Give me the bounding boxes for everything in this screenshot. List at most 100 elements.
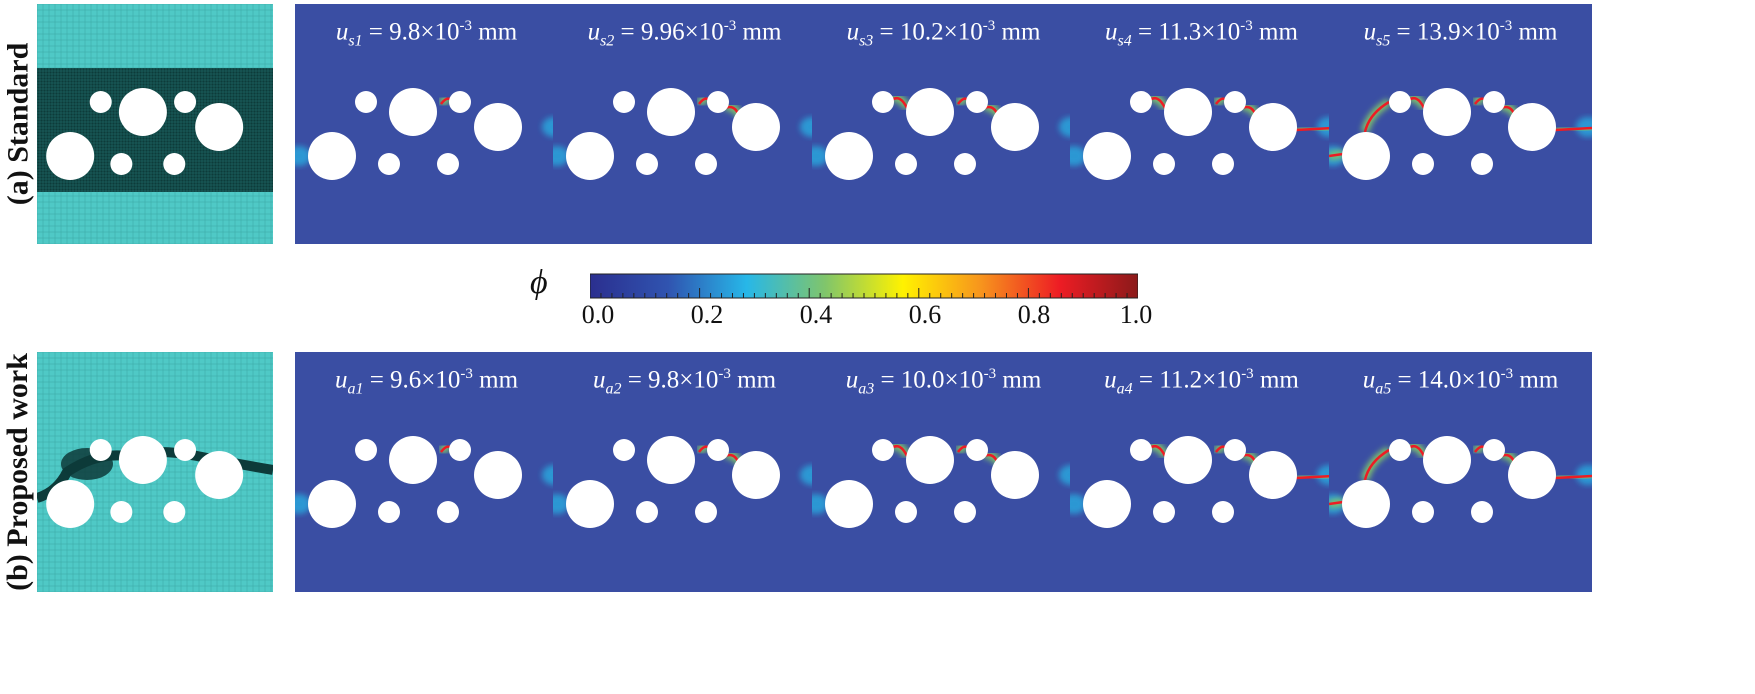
small-hole-bottom-left (378, 153, 400, 175)
small-hole-top-left (355, 91, 377, 113)
large-hole-center (1423, 88, 1471, 136)
large-hole-right (1508, 451, 1556, 499)
large-hole-left (46, 480, 95, 528)
large-hole-center (1423, 436, 1471, 484)
large-hole-right (195, 103, 244, 151)
small-hole-top-right (707, 91, 729, 113)
large-hole-left (566, 132, 614, 180)
small-hole-bottom-right (695, 153, 717, 175)
small-hole-bottom-right (1212, 153, 1234, 175)
colorbar-ticks (589, 288, 1139, 298)
small-hole-bottom-right (437, 153, 459, 175)
large-hole-left (566, 480, 614, 528)
small-hole-top-left (872, 91, 894, 113)
large-hole-center (389, 436, 437, 484)
colorbar-tick-0: 0.0 (581, 300, 615, 329)
displacement-label: ua5 = 14.0×10-3 mm (1362, 366, 1559, 398)
small-hole-top-left (1389, 91, 1411, 113)
small-hole-bottom-right (695, 501, 717, 523)
crack-path (1295, 474, 1333, 480)
large-hole-left (1342, 480, 1390, 528)
displacement-label: us5 = 13.9×10-3 mm (1363, 18, 1558, 50)
field-panel-standard-2: us2 = 9.96×10-3 mm (553, 4, 816, 244)
displacement-label: us3 = 10.2×10-3 mm (846, 18, 1041, 50)
small-hole-bottom-right (163, 501, 186, 523)
small-hole-bottom-left (1412, 153, 1434, 175)
small-hole-top-left (613, 439, 635, 461)
large-hole-right (195, 451, 244, 499)
small-hole-bottom-right (1471, 501, 1493, 523)
small-hole-top-right (1483, 439, 1505, 461)
colorbar-tick-1: 0.2 (690, 300, 724, 329)
displacement-label: ua1 = 9.6×10-3 mm (334, 366, 519, 398)
small-hole-bottom-right (1471, 153, 1493, 175)
small-hole-top-right (966, 91, 988, 113)
small-hole-top-right (1224, 91, 1246, 113)
large-hole-center (118, 436, 167, 484)
small-hole-top-left (89, 91, 112, 113)
small-hole-top-left (1130, 439, 1152, 461)
large-hole-left (46, 132, 95, 180)
edge-damage-left (1070, 494, 1086, 514)
displacement-label: us2 = 9.96×10-3 mm (587, 18, 782, 50)
colorbar (589, 272, 1139, 307)
small-hole-top-right (449, 91, 471, 113)
displacement-label: us1 = 9.8×10-3 mm (335, 18, 518, 50)
field-panel-proposed-1: ua1 = 9.6×10-3 mm (295, 352, 558, 592)
field-panel-proposed-4: ua4 = 11.2×10-3 mm (1070, 352, 1333, 592)
small-hole-bottom-right (954, 153, 976, 175)
field-panel-standard-3: us3 = 10.2×10-3 mm (812, 4, 1075, 244)
crack-path (1329, 448, 1390, 506)
large-hole-right (732, 103, 780, 151)
large-hole-center (1164, 88, 1212, 136)
large-hole-right (1508, 103, 1556, 151)
small-hole-bottom-right (163, 153, 186, 175)
large-hole-left (308, 480, 356, 528)
edge-damage-left (1070, 146, 1086, 166)
displacement-label: us4 = 11.3×10-3 mm (1105, 18, 1298, 50)
crack-path (1554, 126, 1592, 132)
small-hole-bottom-left (110, 153, 133, 175)
small-hole-bottom-left (1153, 501, 1175, 523)
mesh-panel-standard (37, 4, 273, 244)
large-hole-right (474, 451, 522, 499)
small-hole-top-right (707, 439, 729, 461)
colorbar-tick-4: 0.8 (1017, 300, 1051, 329)
large-hole-center (647, 88, 695, 136)
small-hole-top-right (174, 91, 197, 113)
small-hole-top-left (872, 439, 894, 461)
small-hole-bottom-left (895, 501, 917, 523)
displacement-label: ua2 = 9.8×10-3 mm (592, 366, 777, 398)
large-hole-center (389, 88, 437, 136)
crack-path (1295, 126, 1333, 132)
large-hole-center (1164, 436, 1212, 484)
large-hole-center (647, 436, 695, 484)
field-panel-proposed-5: ua5 = 14.0×10-3 mm (1329, 352, 1592, 592)
small-hole-top-right (1483, 91, 1505, 113)
small-hole-bottom-left (636, 153, 658, 175)
field-panel-standard-5: us5 = 13.9×10-3 mm (1329, 4, 1592, 244)
large-hole-left (1083, 132, 1131, 180)
edge-damage-left (553, 494, 569, 514)
field-panel-proposed-3: ua3 = 10.0×10-3 mm (812, 352, 1075, 592)
small-hole-bottom-left (636, 501, 658, 523)
small-hole-top-left (1389, 439, 1411, 461)
small-hole-top-right (1224, 439, 1246, 461)
edge-damage-left (295, 494, 311, 514)
small-hole-bottom-left (895, 153, 917, 175)
crack-path (1329, 100, 1390, 158)
small-hole-top-left (355, 439, 377, 461)
edge-damage-left (553, 146, 569, 166)
small-hole-top-left (1130, 91, 1152, 113)
large-hole-right (1249, 103, 1297, 151)
large-hole-center (118, 88, 167, 136)
crack-path (1554, 474, 1592, 480)
small-hole-bottom-left (1153, 153, 1175, 175)
small-hole-bottom-left (110, 501, 133, 523)
field-panel-proposed-2: ua2 = 9.8×10-3 mm (553, 352, 816, 592)
edge-damage-left (295, 146, 311, 166)
small-hole-top-left (89, 439, 112, 461)
field-panel-standard-4: us4 = 11.3×10-3 mm (1070, 4, 1333, 244)
large-hole-left (825, 132, 873, 180)
small-hole-top-right (966, 439, 988, 461)
